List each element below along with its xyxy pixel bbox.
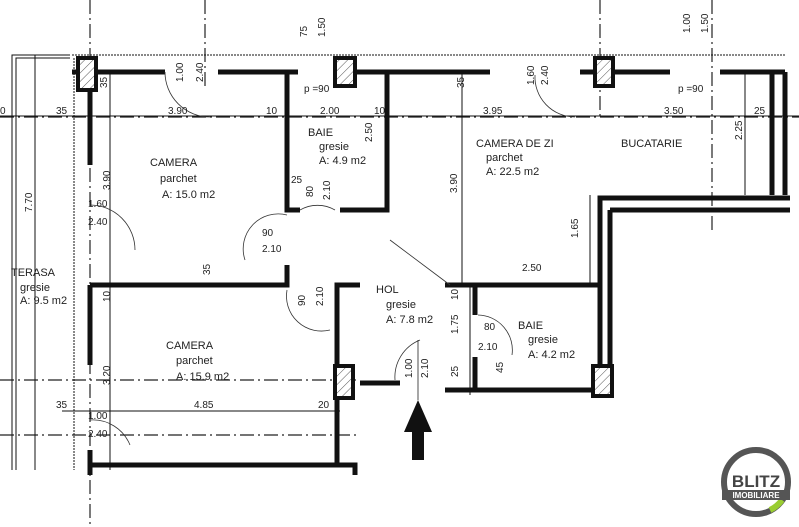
dimension-label: 80 (305, 185, 316, 197)
dimension-label: 1.00 (175, 62, 186, 82)
svg-text:BUCATARIE: BUCATARIE (621, 138, 682, 150)
dimension-label: 1.00 (682, 13, 693, 33)
dimension-label: 35 (202, 263, 213, 275)
svg-text:CAMERA: CAMERA (166, 340, 214, 352)
svg-text:A: 4.9 m2: A: 4.9 m2 (319, 155, 366, 167)
svg-text:A: 22.5 m2: A: 22.5 m2 (486, 166, 539, 178)
dimension-label: 2.40 (540, 65, 551, 85)
dimension-label: 2.40 (88, 217, 108, 228)
dimension-label: 1.60 (526, 65, 537, 85)
dimension-label: 2.50 (364, 122, 375, 142)
dimension-label: 3.95 (483, 106, 503, 117)
dimension-label: 1.50 (700, 13, 711, 33)
svg-text:CAMERA: CAMERA (150, 157, 198, 169)
svg-text:HOL: HOL (376, 284, 399, 296)
dimension-lines (0, 55, 799, 470)
dimension-label: 25 (450, 365, 461, 377)
dimension-label: 3.90 (449, 173, 460, 193)
svg-text:TERASA: TERASA (11, 267, 56, 279)
dimension-label: 1.75 (450, 314, 461, 334)
walls (11, 54, 790, 475)
dimension-label: 10 (102, 290, 113, 302)
dimension-label: 2.50 (522, 263, 542, 274)
dimension-label: 1.50 (317, 17, 328, 37)
dimension-label: 2.10 (262, 244, 282, 255)
dimension-label: 25 (291, 175, 303, 186)
dimension-label: 75 (299, 25, 310, 37)
dimension-label: 3.90 (102, 170, 113, 190)
dimension-label: 90 (297, 294, 308, 306)
svg-text:A: 4.2 m2: A: 4.2 m2 (528, 349, 575, 361)
svg-text:BAIE: BAIE (518, 320, 543, 332)
room-labels: CAMERA parchet A: 15.0 m2 BAIE gresie A: 4.9… (11, 127, 682, 383)
svg-text:parchet: parchet (160, 173, 197, 185)
dimension-label: p =90 (304, 84, 330, 95)
dimension-label: 0 (0, 106, 6, 117)
dimension-label: 3.20 (102, 365, 113, 385)
room-baie-2: BAIE gresie A: 4.2 m2 (518, 320, 575, 361)
room-camera-1: CAMERA parchet A: 15.0 m2 (150, 157, 215, 201)
room-camera-2: CAMERA parchet A: 15.9 m2 (166, 340, 229, 383)
dimension-label: 3.90 (168, 106, 188, 117)
dimension-label: 1.00 (404, 358, 415, 378)
dimension-label: 1.00 (88, 411, 108, 422)
svg-text:gresie: gresie (319, 141, 349, 153)
dimension-label: 10 (450, 288, 461, 300)
svg-text:A: 15.0 m2: A: 15.0 m2 (162, 189, 215, 201)
dimension-label: 7.70 (24, 192, 35, 212)
dimension-label: 45 (495, 361, 506, 373)
entrance-arrow-icon (404, 340, 432, 460)
dimension-label: 2.25 (734, 120, 745, 140)
dimension-label: p =90 (678, 84, 704, 95)
dimension-label: 2.40 (195, 62, 206, 82)
room-hol: HOL gresie A: 7.8 m2 (376, 284, 433, 326)
dimension-label: 35 (456, 76, 467, 88)
dimension-label: 4.85 (194, 400, 214, 411)
svg-text:gresie: gresie (386, 299, 416, 311)
dimension-label: 1.65 (570, 218, 581, 238)
dimension-label: 2.10 (315, 286, 326, 306)
dimension-label: 2.10 (478, 342, 498, 353)
svg-text:parchet: parchet (176, 355, 213, 367)
door-swings (89, 71, 576, 446)
svg-text:BAIE: BAIE (308, 127, 333, 139)
room-bucatarie: BUCATARIE (621, 138, 682, 150)
room-baie-1: BAIE gresie A: 4.9 m2 (308, 127, 366, 167)
dimension-label: 90 (262, 228, 274, 239)
blitz-logo: BLITZ IMOBILIARE (721, 447, 791, 517)
svg-text:IMOBILIARE: IMOBILIARE (732, 491, 780, 500)
dimension-label: 20 (318, 400, 330, 411)
svg-text:BLITZ: BLITZ (732, 472, 780, 491)
dimension-label: 35 (56, 106, 68, 117)
svg-text:parchet: parchet (486, 152, 523, 164)
dimension-label: 3.50 (664, 106, 684, 117)
svg-text:CAMERA DE ZI: CAMERA DE ZI (476, 138, 554, 150)
svg-text:A: 15.9 m2: A: 15.9 m2 (176, 371, 229, 383)
dimension-label: 2.00 (320, 106, 340, 117)
dimension-label: 10 (266, 106, 278, 117)
room-camera-de-zi: CAMERA DE ZI parchet A: 22.5 m2 (476, 138, 554, 178)
svg-text:A: 9.5 m2: A: 9.5 m2 (20, 295, 67, 307)
svg-text:A: 7.8 m2: A: 7.8 m2 (386, 314, 433, 326)
dimension-label: 35 (56, 400, 68, 411)
dimension-label: 2.40 (88, 429, 108, 440)
dimension-label: 25 (754, 106, 766, 117)
dimension-label: 1.60 (88, 199, 108, 210)
svg-text:gresie: gresie (20, 282, 50, 294)
dimension-label: 2.10 (420, 358, 431, 378)
columns (76, 56, 615, 400)
dimension-label: 10 (374, 106, 386, 117)
dimension-label: 2.10 (322, 180, 333, 200)
dimension-label: 80 (484, 322, 496, 333)
svg-text:gresie: gresie (528, 334, 558, 346)
dimension-label: 35 (99, 76, 110, 88)
